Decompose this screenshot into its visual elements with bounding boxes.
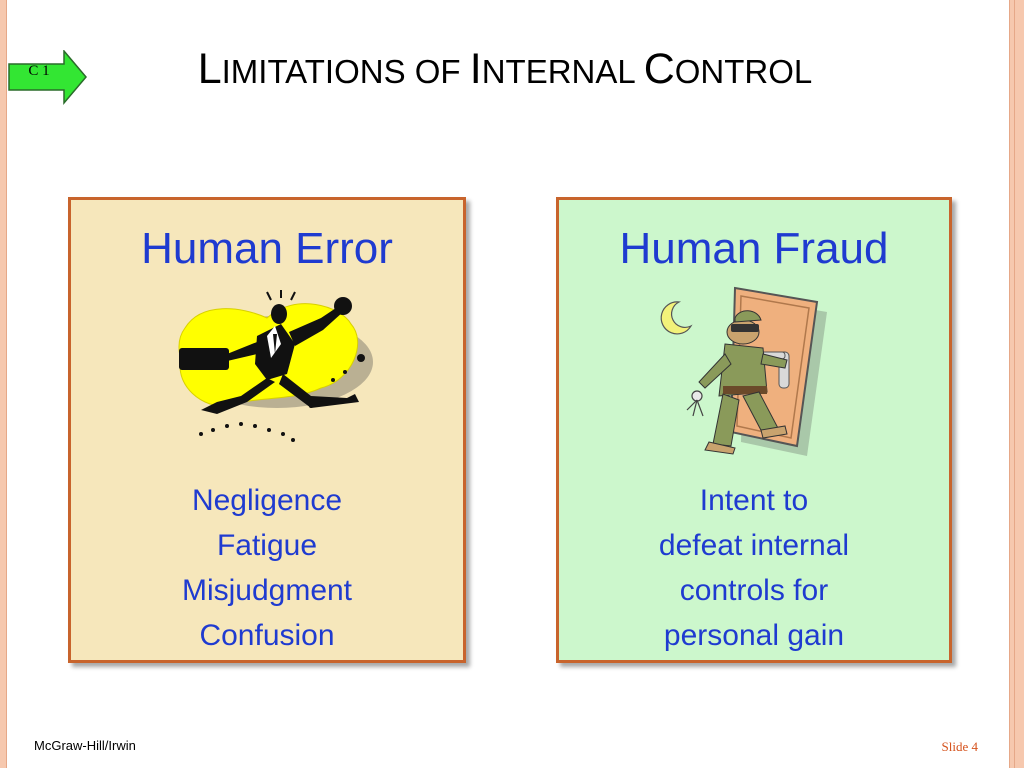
title-word: NTERNAL (481, 53, 644, 90)
title-word: IMITATIONS OF (221, 53, 470, 90)
human-error-panel: Human Error Negligence Fatigue Misjudg (68, 197, 466, 663)
error-item: Fatigue (216, 529, 318, 562)
human-error-heading: Human Error (141, 224, 393, 273)
human-fraud-description: Intent to defeat internal controls for p… (559, 478, 949, 658)
page-title: LIMITATIONS OF INTERNAL CONTROL (0, 45, 1010, 94)
title-initial: L (197, 45, 222, 93)
fraud-line: Intent to (699, 484, 809, 517)
slide-number: Slide 4 (941, 739, 978, 754)
burglar-at-door-icon (660, 286, 827, 456)
title-initial: I (469, 45, 482, 93)
fraud-line: defeat internal (658, 529, 850, 562)
error-item: Confusion (199, 619, 335, 652)
human-fraud-heading: Human Fraud (619, 224, 889, 273)
learning-objective-arrow-icon (8, 50, 87, 106)
left-border-strip (0, 0, 7, 768)
right-border-strip (1009, 0, 1024, 768)
publisher-footer: McGraw-Hill/Irwin (34, 738, 136, 753)
error-item: Misjudgment (181, 574, 353, 607)
human-fraud-panel: Human Fraud Intent to defeat intern (556, 197, 952, 663)
error-item: Negligence (191, 484, 343, 517)
fraud-line: personal gain (663, 619, 845, 652)
running-businessman-icon (178, 290, 373, 442)
title-word: ONTROL (674, 53, 813, 90)
title-initial: C (643, 45, 675, 93)
fraud-line: controls for (679, 574, 829, 607)
human-error-list: Negligence Fatigue Misjudgment Confusion (71, 478, 463, 658)
learning-objective-label: C 1 (28, 63, 50, 79)
